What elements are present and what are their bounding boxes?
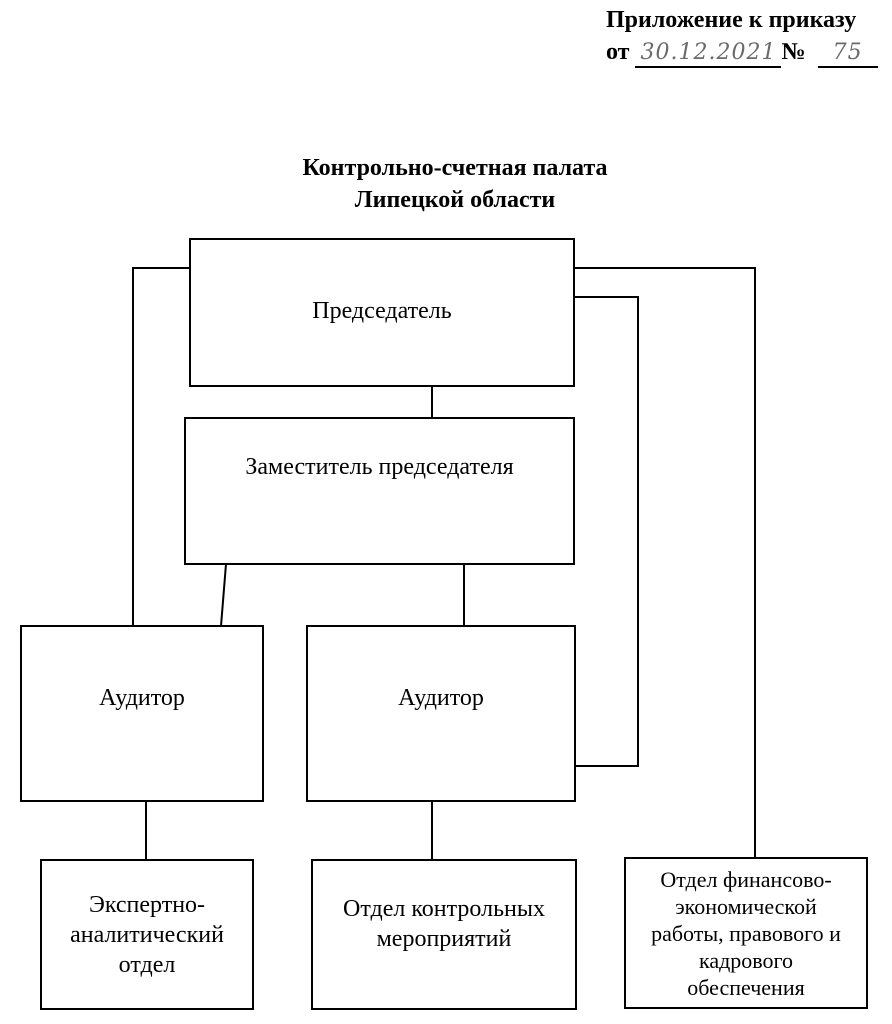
node-auditor-left-label: Аудитор — [99, 685, 185, 711]
node-auditor-right: Аудитор — [306, 625, 576, 802]
node-control-dept-line-1: Отдел контрольных — [343, 895, 545, 922]
title-line-2: Липецкой области — [354, 187, 556, 213]
from-label: от — [606, 39, 630, 65]
node-control-dept-label: Отдел контрольных мероприятий — [343, 894, 545, 954]
node-expert-dept-line-3: отдел — [118, 951, 176, 978]
node-expert-dept-label: Экспертно- аналитический отдел — [70, 890, 224, 980]
node-finance-dept-label: Отдел финансово- экономической работы, п… — [651, 866, 841, 1001]
node-finance-dept-line-1: Отдел финансово- — [660, 866, 832, 892]
handwritten-number: 75 — [817, 40, 878, 68]
node-chairman: Председатель — [189, 238, 575, 387]
node-expert-dept-line-1: Экспертно- — [88, 891, 206, 918]
handwritten-date: 30.12.2021 — [635, 40, 782, 68]
diagram-title: Контрольно-счетная палата Липецкой облас… — [230, 152, 680, 216]
node-deputy-label: Заместитель председателя — [245, 454, 514, 480]
node-auditor-right-label: Аудитор — [398, 685, 484, 711]
title-line-1: Контрольно-счетная палата — [302, 155, 608, 181]
node-chairman-label: Председатель — [312, 298, 452, 324]
annex-label: Приложение к приказу — [606, 7, 857, 33]
node-finance-dept: Отдел финансово- экономической работы, п… — [624, 857, 868, 1009]
node-finance-dept-line-2: экономической — [675, 893, 817, 919]
node-finance-dept-line-5: обеспечения — [687, 974, 805, 1000]
edge-chairman-auditor-left — [132, 267, 190, 626]
node-deputy: Заместитель председателя — [184, 417, 575, 565]
edge-chairman-auditor-right — [574, 296, 639, 767]
node-finance-dept-line-3: работы, правового и — [651, 920, 841, 946]
node-auditor-left: Аудитор — [20, 625, 264, 802]
node-control-dept-line-2: мероприятий — [376, 925, 512, 952]
node-expert-dept-line-2: аналитический — [70, 921, 224, 948]
node-expert-dept: Экспертно- аналитический отдел — [40, 859, 254, 1010]
number-sign: № — [781, 39, 806, 65]
edge-deputy-auditor-left — [220, 563, 227, 627]
edge-chairman-finance-dept — [574, 267, 756, 858]
node-finance-dept-line-4: кадрового — [698, 947, 793, 973]
node-control-dept: Отдел контрольных мероприятий — [311, 859, 577, 1010]
